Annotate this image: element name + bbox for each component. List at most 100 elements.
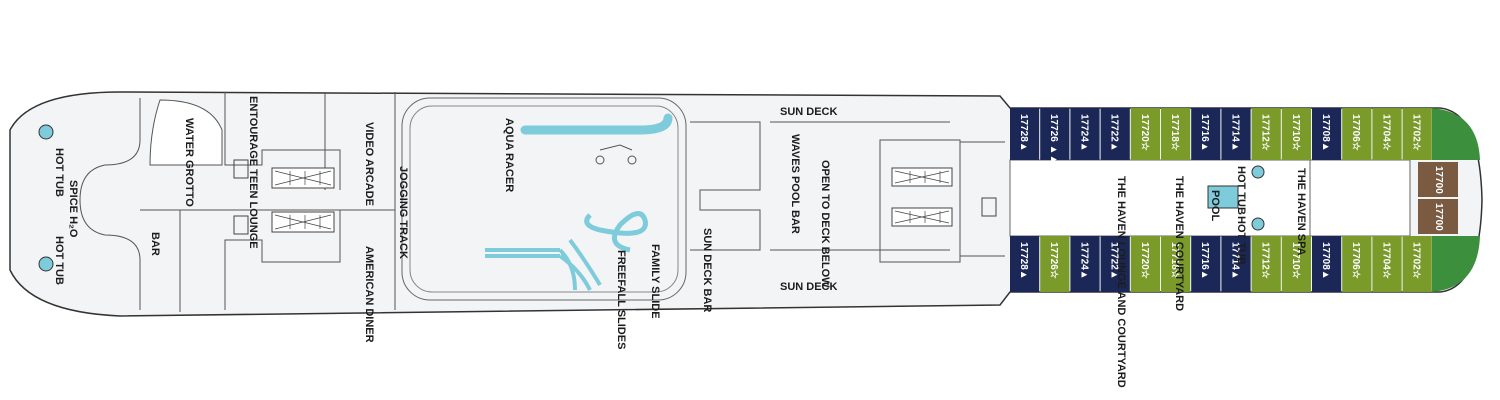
cabin-number: 17724▲: [1078, 242, 1089, 280]
cabin-block[interactable]: [1251, 236, 1281, 292]
cabin-number: 17720☆: [1139, 114, 1150, 151]
cabin-number: 17718☆: [1169, 242, 1180, 279]
haven-hot-tub-icon: [1251, 165, 1265, 179]
cabin-block[interactable]: [1191, 108, 1221, 160]
suite-block[interactable]: [1418, 162, 1458, 197]
hot-tub-icon: [38, 256, 54, 272]
haven-lounge-label: THE HAVEN LOUNGE AND COURTYARD: [1115, 176, 1127, 388]
suite-number: 17700: [1433, 166, 1444, 194]
cabin-number: 17710☆: [1290, 242, 1301, 279]
bow-area: [1432, 108, 1480, 160]
cabin-number: 17706☆: [1350, 114, 1361, 151]
bow-area-bottom: [1432, 236, 1480, 292]
cabin-block[interactable]: [1100, 108, 1130, 160]
cabin-block[interactable]: [1402, 108, 1432, 160]
open-to-deck-below-label: OPEN TO DECK BELOW: [819, 160, 831, 288]
cabin-number: 17708▲: [1320, 242, 1331, 280]
freefall-slides: [485, 238, 602, 291]
cabin-number: 17718☆: [1169, 114, 1180, 151]
family-slide: [584, 211, 648, 253]
cabin-number: 17728▲: [1018, 114, 1029, 152]
suite-block[interactable]: [1418, 199, 1458, 234]
aqua-racer-slide: [520, 113, 673, 135]
aft-elevators: [233, 159, 335, 235]
aft-walls: [79, 92, 396, 312]
cabin-number: 17702☆: [1411, 242, 1422, 279]
cabin-block[interactable]: [1010, 108, 1040, 160]
cabin-block[interactable]: [1010, 236, 1040, 292]
cabin-block[interactable]: [1281, 236, 1311, 292]
video-arcade-label: VIDEO ARCADE: [363, 122, 375, 206]
cabin-block[interactable]: [1251, 108, 1281, 160]
haven-spa-label: THE HAVEN SPA: [1295, 168, 1307, 256]
cabin-number: 17708▲: [1320, 114, 1331, 152]
cabin-number: 17702☆: [1411, 114, 1422, 151]
cabin-block[interactable]: [1312, 108, 1342, 160]
cabin-block[interactable]: [1221, 236, 1251, 292]
haven-hot-tub-label: HOT TUB: [1235, 166, 1247, 215]
spice-h2o-label: SPICE H₂O: [67, 180, 79, 238]
cabin-block[interactable]: [1130, 236, 1160, 292]
cabin-number: 17712☆: [1260, 242, 1271, 279]
cabin-number: 17716▲: [1199, 242, 1210, 280]
cabin-block[interactable]: [1040, 236, 1070, 292]
cabin-number: 17722▲: [1109, 242, 1120, 280]
cabin-number: 17706☆: [1350, 242, 1361, 279]
cabins-bottom-row: 17728▲ 17726☆ 17724▲ 17722▲ 17720☆ 17718☆ 1771…: [1010, 236, 1432, 292]
sun-deck-label: SUN DECK: [780, 106, 838, 118]
cabin-number: 17722▲: [1109, 114, 1120, 152]
cabin-number: 17704☆: [1380, 242, 1391, 279]
haven-pool-label: POOL: [1209, 190, 1221, 221]
cabin-block[interactable]: [1372, 108, 1402, 160]
cabin-block[interactable]: [1342, 108, 1372, 160]
mid-walls: [690, 121, 1005, 263]
mid-elevators: [891, 167, 997, 227]
cabin-number: 17720☆: [1139, 242, 1150, 279]
cabin-number: 17716▲: [1199, 114, 1210, 152]
family-slide-label: FAMILY SLIDE: [649, 244, 661, 319]
cabin-number: 17726 ▲▲: [1048, 114, 1059, 164]
cabin-number: 17712☆: [1260, 114, 1271, 151]
cabin-number: 17714▲: [1229, 242, 1240, 280]
cabin-number: 17724▲: [1078, 114, 1089, 152]
cabin-block[interactable]: [1130, 108, 1160, 160]
pool-area: [409, 105, 679, 293]
cabin-block[interactable]: [1040, 108, 1070, 160]
aqua-racer-label: AQUA RACER: [503, 118, 515, 192]
haven-hot-tub-icon: [1251, 217, 1265, 231]
cabin-number: 17726☆: [1048, 242, 1059, 279]
cabin-block[interactable]: [1100, 236, 1130, 292]
cabin-block[interactable]: [1070, 236, 1100, 292]
jogging-track-label: JOGGING TRACK: [397, 166, 409, 259]
cabins-top-row: 17728▲ 17726 ▲▲ 17724▲ 17722▲ 17720☆ 17718☆ 17…: [1010, 108, 1432, 164]
cabin-block[interactable]: [1191, 236, 1221, 292]
cabin-block[interactable]: [1070, 108, 1100, 160]
suite-number: 17700: [1433, 203, 1444, 231]
cabin-block[interactable]: [1312, 236, 1342, 292]
sun-deck-bar-label: SUN DECK BAR: [701, 228, 713, 312]
sun-deck-label: SUN DECK: [780, 281, 838, 293]
cabin-block[interactable]: [1161, 108, 1191, 160]
hot-tub-icon: [38, 124, 54, 140]
cabin-block[interactable]: [1281, 108, 1311, 160]
cabin-block[interactable]: [1161, 236, 1191, 292]
cabin-block[interactable]: [1342, 236, 1372, 292]
cabin-number: 17714▲: [1229, 114, 1240, 152]
haven-courtyard-label: THE HAVEN COURTYARD: [1173, 176, 1185, 311]
jogging-track: [401, 97, 687, 301]
cabin-number: 17710☆: [1290, 114, 1301, 151]
cabin-number: 17728▲: [1018, 242, 1029, 280]
haven-pool: [1207, 185, 1239, 209]
hot-tub-label: HOT TUB: [53, 148, 65, 197]
cabin-block[interactable]: [1221, 108, 1251, 160]
american-diner-label: AMERICAN DINER: [363, 246, 375, 343]
freefall-slides-label: FREEFALL SLIDES: [615, 250, 627, 349]
cabin-number: 17704☆: [1380, 114, 1391, 151]
bar-label: BAR: [149, 232, 161, 256]
cabin-block[interactable]: [1372, 236, 1402, 292]
water-grotto-label: WATER GROTTO: [183, 118, 195, 207]
haven-hot-tub-label: HOT TUB: [1235, 216, 1247, 265]
cabin-block[interactable]: [1402, 236, 1432, 292]
hot-tub-label: HOT TUB: [53, 236, 65, 285]
